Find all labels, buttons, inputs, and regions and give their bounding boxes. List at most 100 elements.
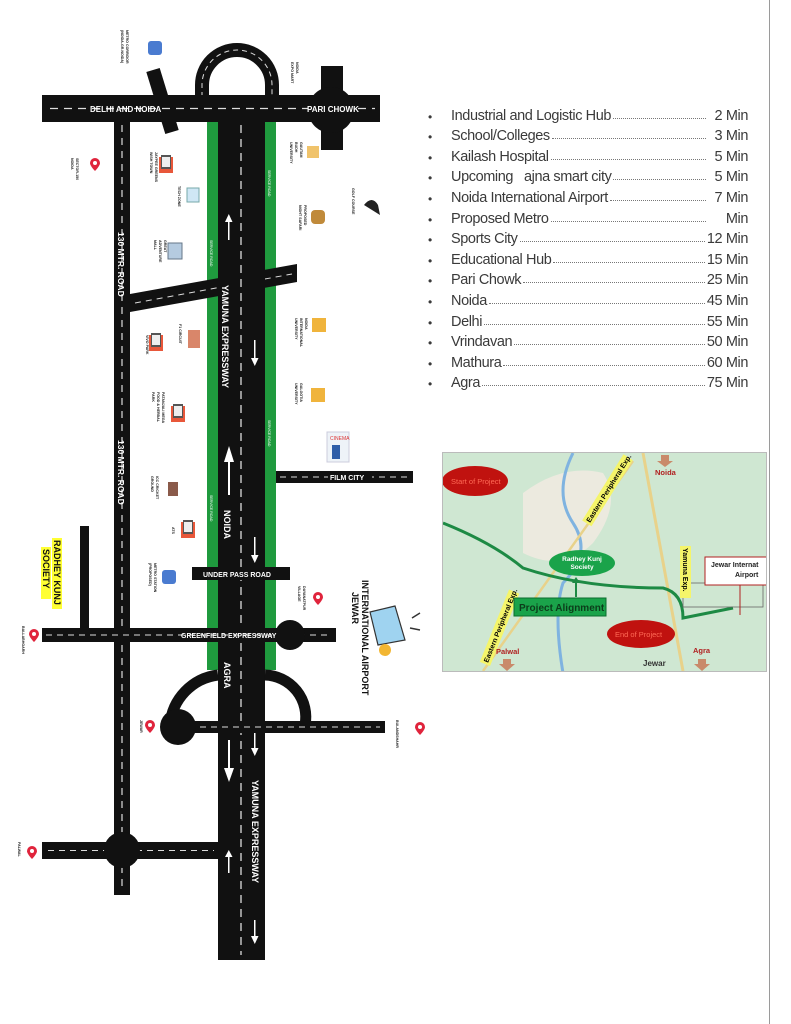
svg-text:CINEMA: CINEMA (330, 436, 350, 442)
travel-time: 75 Min (706, 375, 749, 392)
pari-chowk-roundabout (308, 87, 354, 133)
project-alignment-line (443, 521, 734, 620)
travel-time: 60 Min (706, 354, 749, 371)
svg-text:VILLAGE: VILLAGE (297, 586, 301, 602)
golf-course-label: GOLF COURSE (351, 188, 355, 215)
bullet-icon: • (428, 191, 432, 206)
dotted-leader (551, 138, 706, 140)
svg-text:F1 CIRCUIT: F1 CIRCUIT (178, 324, 182, 345)
film-city-label: FILM CITY (330, 475, 365, 482)
bullet-icon: • (428, 150, 432, 165)
agra-direction-label: AGRA (222, 662, 232, 689)
mall-icon (167, 242, 183, 260)
svg-text:SOCIETY: SOCIETY (41, 549, 51, 589)
place-name: Proposed Metro (451, 210, 549, 227)
svg-text:BULANDSHAHR: BULANDSHAHR (395, 720, 399, 748)
bullet-icon: • (428, 336, 432, 351)
dotted-leader (484, 323, 705, 325)
travel-time: 3 Min (714, 128, 749, 145)
dotted-leader (523, 282, 705, 284)
travel-time: 50 Min (706, 334, 749, 351)
underpass-label: UNDER PASS ROAD (203, 572, 271, 579)
svg-text:BUDH: BUDH (294, 142, 298, 153)
svg-text:METRO CORRIDOR: METRO CORRIDOR (125, 30, 129, 64)
ats-label: ATS (171, 527, 175, 535)
svg-text:JEWAR: JEWAR (139, 720, 143, 733)
bullet-icon: • (428, 130, 432, 145)
dotted-leader (550, 220, 706, 222)
svg-text:GALGOTIA: GALGOTIA (299, 383, 303, 402)
place-name: Pari Chowk (451, 272, 522, 289)
svg-text:GREAT: GREAT (163, 240, 167, 253)
bulandshahr-pin-icon (415, 713, 426, 735)
place-name: Noida International Airport (451, 189, 608, 206)
place-name: Delhi (451, 313, 483, 330)
underpass-road (192, 567, 290, 580)
distance-item: • Educational Hub 15 Min (428, 247, 748, 268)
svg-text:NOIDA: NOIDA (295, 62, 299, 74)
end-of-project-badge (607, 620, 675, 648)
jewar-label: Jewar (643, 659, 666, 668)
dotted-leader (503, 364, 705, 366)
svg-text:RADHEY KUNJ: RADHEY KUNJ (52, 540, 62, 605)
golf-course-icon (364, 200, 380, 215)
bullet-icon: • (428, 253, 432, 268)
svg-text:EXPO MART: EXPO MART (290, 62, 294, 84)
svg-text:Project Alignment: Project Alignment (519, 603, 605, 614)
svg-text:ADVENTURE: ADVENTURE (158, 240, 162, 263)
yamuna-label: YAMUNA EXPRESSWAY (220, 285, 230, 388)
metro-icon (148, 41, 162, 55)
svg-text:GAUTAM: GAUTAM (299, 142, 303, 158)
noida-label: Noida (655, 468, 677, 477)
svg-text:GOLF COURSE: GOLF COURSE (351, 188, 355, 215)
niu-university-icon (312, 318, 326, 332)
bullet-icon: • (428, 233, 432, 248)
ats-building-icon (181, 520, 195, 538)
ballabhgarh-pin-icon (29, 620, 40, 642)
tech-zone-label: TECH ZONE (177, 186, 181, 207)
galgotia-university-icon (311, 388, 325, 402)
svg-text:GROUND: GROUND (150, 476, 154, 492)
svg-text:SECTOR-150: SECTOR-150 (75, 158, 79, 180)
bulandshahr-label: BULANDSHAHR (395, 720, 399, 748)
svg-text:VIVO PARK: VIVO PARK (145, 335, 149, 355)
place-name: Sports City (451, 231, 518, 248)
svg-text:Society: Society (570, 564, 594, 571)
service-road-right (265, 122, 276, 670)
svg-text:MALL: MALL (153, 240, 157, 251)
svg-text:ICC CRICKET: ICC CRICKET (155, 476, 159, 500)
130-mtr-road-label-2: 130 MTR. ROAD (116, 440, 126, 505)
sector-150-pin-icon (90, 149, 101, 171)
cinema-icon: CINEMA (326, 431, 350, 463)
travel-time: 15 Min (706, 251, 749, 268)
place-name: Educational Hub (451, 251, 552, 268)
travel-time: Min (725, 210, 749, 227)
service-road-label: SERVICE ROAD (267, 420, 271, 447)
place-name: Industrial and Logistic Hub (451, 107, 612, 124)
bullet-icon: • (428, 109, 432, 124)
vivo-park-building-icon (149, 333, 163, 351)
svg-text:Airport: Airport (735, 572, 759, 579)
service-road-left (207, 122, 218, 670)
place-name: Upcoming ajna smart city (451, 169, 612, 186)
agra-label: Agra (693, 646, 711, 655)
svg-text:NOIDA: NOIDA (70, 158, 74, 170)
dotted-leader (613, 117, 706, 119)
u-turn-road (195, 43, 279, 97)
metro-station-label: METRO STATION(PROPOSED) (148, 563, 157, 593)
svg-text:UNIVERSITY: UNIVERSITY (294, 383, 298, 405)
svg-text:PROPOSED: PROPOSED (303, 205, 307, 226)
travel-time: 7 Min (714, 189, 749, 206)
dotted-leader (514, 344, 705, 346)
svg-text:INTERNATIONAL: INTERNATIONAL (299, 318, 303, 348)
tech-zone-icon (186, 187, 200, 203)
